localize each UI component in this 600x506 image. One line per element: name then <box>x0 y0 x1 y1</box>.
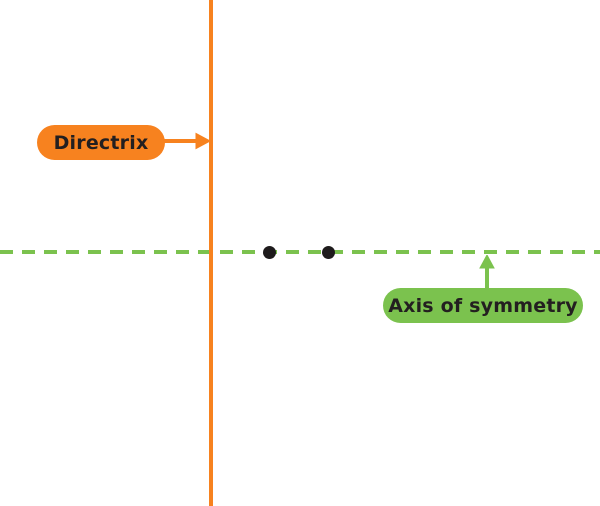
directrix-label-pill: Directrix <box>37 125 165 160</box>
directrix-arrow-icon <box>164 132 210 150</box>
directrix-label: Directrix <box>53 131 149 154</box>
axis-point-left <box>263 246 276 259</box>
axis-of-symmetry-label: Axis of symmetry <box>388 294 578 317</box>
axis-of-symmetry-line <box>0 250 600 254</box>
axis-of-symmetry-arrow-icon <box>479 255 495 289</box>
directrix-line <box>209 0 213 506</box>
axis-of-symmetry-label-pill: Axis of symmetry <box>383 288 583 323</box>
axis-point-right <box>322 246 335 259</box>
